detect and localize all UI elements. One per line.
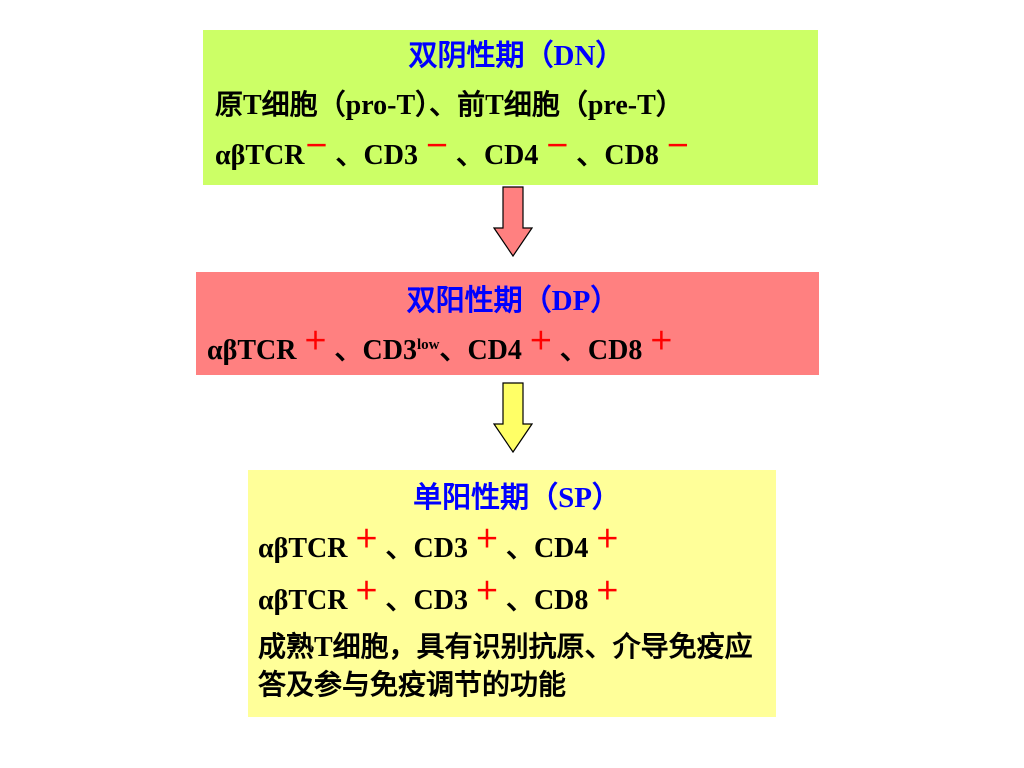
marker-sign: ＋: [303, 329, 328, 355]
stage-dp-title: 双阳性期（DP）: [406, 285, 620, 317]
stage-sp-markers-cd8: αβTCR ＋ 、CD3 ＋ 、CD8 ＋: [258, 579, 776, 619]
marker-cd3: 、CD3: [378, 533, 475, 564]
down-arrow-dn-dp: [493, 186, 533, 258]
stage-sp-markers-cd4: αβTCR ＋ 、CD3 ＋ 、CD4 ＋: [258, 527, 776, 567]
marker-abtcr: αβTCR: [215, 140, 305, 171]
stage-sp-description: 成熟T细胞，具有识别抗原、介导免疫应答及参与免疫调节的功能: [258, 632, 753, 701]
stage-dp-markers: αβTCR ＋ 、CD3low、CD4 ＋ 、CD8 ＋: [207, 329, 819, 372]
marker-abtcr: αβTCR: [207, 335, 304, 366]
down-arrow-dp-sp: [493, 382, 533, 454]
marker-cd4: 、CD4: [448, 140, 546, 171]
marker-cd3-low: low: [416, 337, 440, 353]
stage-dn-markers: αβTCR－ 、CD3 － 、CD4 － 、CD8 －: [215, 134, 818, 174]
stage-dn-cell-types: 原T细胞（pro-T）、前T细胞（pre-T）: [215, 90, 684, 121]
marker-sign: ＋: [474, 527, 499, 553]
marker-cd3: 、CD3: [328, 140, 425, 171]
marker-sign: －: [665, 134, 690, 160]
stage-dn-title: 双阴性期（DN）: [408, 40, 625, 72]
marker-sign: ＋: [354, 527, 379, 553]
marker-sign: －: [424, 134, 449, 160]
marker-cd4: 、CD4: [498, 533, 596, 564]
arrow-shape: [493, 382, 533, 454]
marker-sign: ＋: [649, 329, 674, 355]
marker-sign: ＋: [595, 579, 620, 605]
marker-sign: ＋: [595, 527, 620, 553]
marker-sign: ＋: [474, 579, 499, 605]
marker-sign: －: [545, 134, 570, 160]
marker-cd3: 、CD3: [378, 585, 475, 616]
marker-cd8: 、CD8: [569, 140, 666, 171]
marker-abtcr: αβTCR: [258, 585, 355, 616]
arrow-shape: [493, 186, 533, 258]
marker-cd8: 、CD8: [552, 335, 650, 366]
marker-cd4: 、CD4: [439, 335, 529, 366]
stage-dn-box: 双阴性期（DN） 原T细胞（pro-T）、前T细胞（pre-T） αβTCR－ …: [203, 30, 818, 185]
marker-cd8: 、CD8: [498, 585, 596, 616]
stage-sp-box: 单阳性期（SP） αβTCR ＋ 、CD3 ＋ 、CD4 ＋ αβTCR ＋ 、…: [248, 470, 776, 717]
marker-abtcr: αβTCR: [258, 533, 355, 564]
marker-sign: －: [304, 134, 329, 160]
stage-dp-box: 双阳性期（DP） αβTCR ＋ 、CD3low、CD4 ＋ 、CD8 ＋: [196, 272, 819, 375]
stage-sp-title: 单阳性期（SP）: [413, 482, 621, 514]
marker-cd3: 、CD3: [327, 335, 417, 366]
marker-sign: ＋: [528, 329, 553, 355]
marker-sign: ＋: [354, 579, 379, 605]
